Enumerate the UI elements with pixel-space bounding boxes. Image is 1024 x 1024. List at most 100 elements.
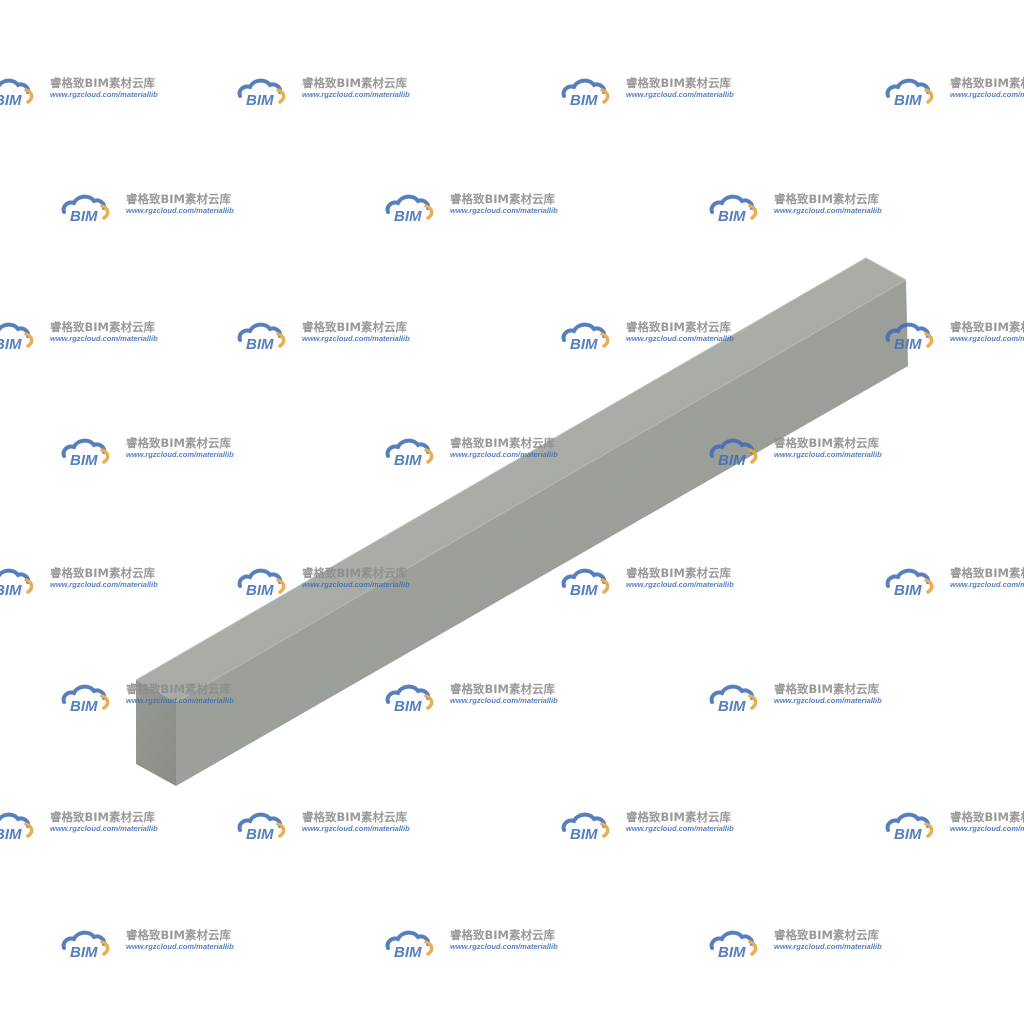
bar-top-face [136, 258, 906, 702]
watermark-url: www.rgzcloud.com/materiallib [950, 824, 1024, 833]
cloud-logo-icon: BIM [0, 812, 34, 843]
watermark-logo-text: BIM [718, 698, 746, 715]
watermark-brand: 睿格致BIM素材云库 [950, 566, 1024, 580]
watermark-url: www.rgzcloud.com/materiallib [50, 580, 158, 589]
watermark-logo-text: BIM [894, 336, 922, 353]
watermark-logo-text: BIM [0, 92, 22, 109]
watermark-brand: 睿格致BIM素材云库 [774, 682, 879, 696]
watermark-tile: BIM睿格致BIM素材云库www.rgzcloud.com/materialli… [709, 436, 882, 469]
cloud-logo-icon: BIM [0, 78, 34, 109]
watermark-url: www.rgzcloud.com/materiallib [126, 942, 234, 951]
watermark-brand: 睿格致BIM素材云库 [450, 928, 555, 942]
watermark-tile: BIM睿格致BIM素材云库www.rgzcloud.com/materialli… [0, 320, 158, 353]
watermark-logo-text: BIM [718, 208, 746, 225]
watermark-logo-text: BIM [894, 92, 922, 109]
watermark-logo-text: BIM [570, 582, 598, 599]
watermark-url: www.rgzcloud.com/materiallib [50, 90, 158, 99]
watermark-brand: 睿格致BIM素材云库 [626, 320, 731, 334]
watermark-tile: BIM睿格致BIM素材云库www.rgzcloud.com/materialli… [237, 566, 410, 599]
watermark-brand: 睿格致BIM素材云库 [774, 436, 879, 450]
watermark-logo-text: BIM [70, 944, 98, 961]
watermark-tile: BIM睿格致BIM素材云库www.rgzcloud.com/materialli… [709, 192, 882, 225]
watermark-logo-text: BIM [70, 452, 98, 469]
cloud-logo-icon: BIM [61, 194, 110, 225]
watermark-brand: 睿格致BIM素材云库 [50, 320, 155, 334]
watermark-brand: 睿格致BIM素材云库 [450, 192, 555, 206]
watermark-url: www.rgzcloud.com/materiallib [450, 942, 558, 951]
watermark-logo-text: BIM [718, 944, 746, 961]
watermark-tile: BIM睿格致BIM素材云库www.rgzcloud.com/materialli… [561, 810, 734, 843]
cloud-logo-icon: BIM [0, 568, 34, 599]
watermark-brand: 睿格致BIM素材云库 [302, 810, 407, 824]
watermark-tile: BIM睿格致BIM素材云库www.rgzcloud.com/materialli… [385, 192, 558, 225]
watermark-tile: BIM 睿格致BIM素材云库www.rgzcloud.com/materialli… [237, 810, 410, 843]
watermark-url: www.rgzcloud.com/materiallib [626, 580, 734, 589]
watermark-tile: BIM 睿格致BIM素材云库www.rgzcloud.com/materialli… [561, 566, 734, 599]
cloud-logo-icon: BIM [885, 322, 934, 353]
watermark-url: www.rgzcloud.com/materiallib [450, 450, 558, 459]
cloud-logo-icon: BIM [385, 684, 434, 715]
watermark-brand: 睿格致BIM素材云库 [774, 192, 879, 206]
watermark-tile: BIM睿格致BIM素材云库www.rgzcloud.com/materialli… [61, 436, 234, 469]
cloud-logo-icon: BIM [561, 568, 610, 599]
watermark-url: www.rgzcloud.com/materiallib [950, 580, 1024, 589]
watermark-logo-text: BIM [570, 336, 598, 353]
cloud-logo-icon: BIM [0, 322, 34, 353]
watermark-logo-text: BIM [70, 698, 98, 715]
watermark-logo-text: BIM [0, 826, 22, 843]
cloud-logo-icon: BIM [561, 812, 610, 843]
cloud-logo-icon: BIM [237, 812, 286, 843]
watermark-logo-text: BIM [394, 452, 422, 469]
bar-edge [175, 279, 907, 703]
watermark-layer: BIM睿格致BIM素材云库www.rgzcloud.com/materialli… [0, 76, 1024, 961]
watermark-url: www.rgzcloud.com/materiallib [126, 206, 234, 215]
watermark-logo-text: BIM [394, 698, 422, 715]
watermark-brand: 睿格致BIM素材云库 [126, 436, 231, 450]
watermark-brand: 睿格致BIM素材云库 [126, 192, 231, 206]
watermark-brand: 睿格致BIM素材云库 [302, 566, 407, 580]
watermark-url: www.rgzcloud.com/materiallib [302, 824, 410, 833]
watermark-brand: 睿格致BIM素材云库 [950, 320, 1024, 334]
cloud-logo-icon: BIM [709, 438, 758, 469]
watermark-url: www.rgzcloud.com/materiallib [774, 696, 882, 705]
watermark-url: www.rgzcloud.com/materiallib [302, 334, 410, 343]
watermark-logo-text: BIM [894, 826, 922, 843]
watermark-tile: BIM 睿格致BIM素材云库www.rgzcloud.com/materialli… [709, 682, 882, 715]
watermark-tile: BIM 睿格致BIM素材云库www.rgzcloud.com/materialli… [0, 810, 158, 843]
cloud-logo-icon: BIM [61, 438, 110, 469]
watermark-logo-text: BIM [246, 582, 274, 599]
watermark-brand: 睿格致BIM素材云库 [450, 436, 555, 450]
cloud-logo-icon: BIM [885, 812, 934, 843]
watermark-logo-text: BIM [570, 92, 598, 109]
cloud-logo-icon: BIM [709, 194, 758, 225]
watermark-url: www.rgzcloud.com/materiallib [950, 334, 1024, 343]
watermark-brand: 睿格致BIM素材云库 [126, 928, 231, 942]
watermark-url: www.rgzcloud.com/materiallib [626, 334, 734, 343]
cloud-logo-icon: BIM [885, 568, 934, 599]
watermark-tile: BIM睿格致BIM素材云库www.rgzcloud.com/materialli… [385, 928, 558, 961]
watermark-tile: BIM 睿格致BIM素材云库www.rgzcloud.com/materialli… [561, 320, 734, 353]
watermark-url: www.rgzcloud.com/materiallib [50, 824, 158, 833]
cloud-logo-icon: BIM [385, 194, 434, 225]
watermark-brand: 睿格致BIM素材云库 [950, 76, 1024, 90]
watermark-logo-text: BIM [246, 92, 274, 109]
cloud-logo-icon: BIM [385, 438, 434, 469]
watermark-brand: 睿格致BIM素材云库 [626, 566, 731, 580]
watermark-logo-text: BIM [394, 208, 422, 225]
watermark-tile: BIM睿格致BIM素材云库www.rgzcloud.com/materialli… [0, 76, 158, 109]
bar-end-face [136, 680, 176, 786]
cloud-logo-icon: BIM [561, 322, 610, 353]
watermark-url: www.rgzcloud.com/materiallib [626, 824, 734, 833]
watermark-tile: BIM 睿格致BIM素材云库www.rgzcloud.com/materialli… [885, 566, 1024, 599]
watermark-logo-text: BIM [0, 582, 22, 599]
watermark-tile: BIM 睿格致BIM素材云库www.rgzcloud.com/materialli… [61, 928, 234, 961]
watermark-brand: 睿格致BIM素材云库 [450, 682, 555, 696]
watermark-brand: 睿格致BIM素材云库 [302, 76, 407, 90]
watermark-brand: 睿格致BIM素材云库 [50, 810, 155, 824]
cloud-logo-icon: BIM [61, 684, 110, 715]
cloud-logo-icon: BIM [885, 78, 934, 109]
watermark-tile: BIM睿格致BIM素材云库www.rgzcloud.com/materialli… [237, 320, 410, 353]
rectangular-bar [135, 257, 908, 786]
bar-edge [135, 257, 907, 681]
